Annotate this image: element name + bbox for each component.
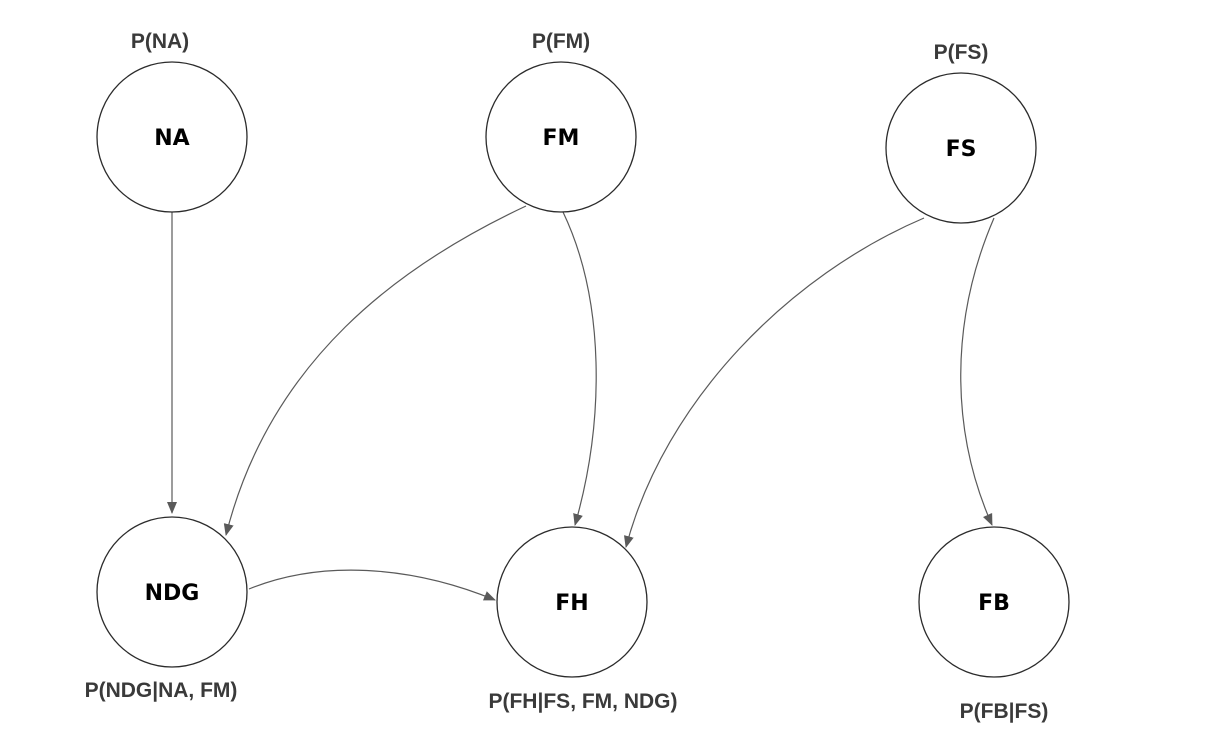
prob-label-na: P(NA) <box>131 30 189 53</box>
edge-fm-to-ndg <box>223 205 527 536</box>
node-ndg: NDG <box>96 516 248 668</box>
edges <box>167 205 995 601</box>
node-fs-label: FS <box>946 137 977 162</box>
node-ndg-label: NDG <box>145 581 200 606</box>
node-fm-circle <box>485 61 637 213</box>
node-ndg-circle <box>96 516 248 668</box>
edge-fs-to-fb <box>960 217 995 526</box>
node-fb: FB <box>918 526 1070 678</box>
node-fh-circle <box>496 526 648 678</box>
node-fb-label: FB <box>978 591 1010 616</box>
node-fh-label: FH <box>555 591 588 616</box>
node-na-label: NA <box>154 126 189 151</box>
node-fh: FH <box>496 526 648 678</box>
node-na-circle <box>96 61 248 213</box>
prob-label-fm: P(FM) <box>532 30 590 53</box>
node-fm: FM <box>485 61 637 213</box>
prob-label-fb: P(FB|FS) <box>960 700 1049 723</box>
node-fm-label: FM <box>543 126 580 151</box>
prob-label-fs: P(FS) <box>934 41 989 64</box>
edge-ndg-to-fh <box>248 569 496 601</box>
node-fs: FS <box>885 72 1037 224</box>
node-fs-circle <box>885 72 1037 224</box>
edge-fs-to-fh <box>623 217 925 548</box>
node-fb-circle <box>918 526 1070 678</box>
prob-label-fh: P(FH|FS, FM, NDG) <box>488 690 677 713</box>
edge-fm-to-fh <box>562 211 597 526</box>
prob-label-ndg: P(NDG|NA, FM) <box>85 679 238 702</box>
probability-labels: P(NA) P(FM) P(FS) P(NDG|NA, FM) P(FH|FS,… <box>85 30 1049 723</box>
node-na: NA <box>96 61 248 213</box>
